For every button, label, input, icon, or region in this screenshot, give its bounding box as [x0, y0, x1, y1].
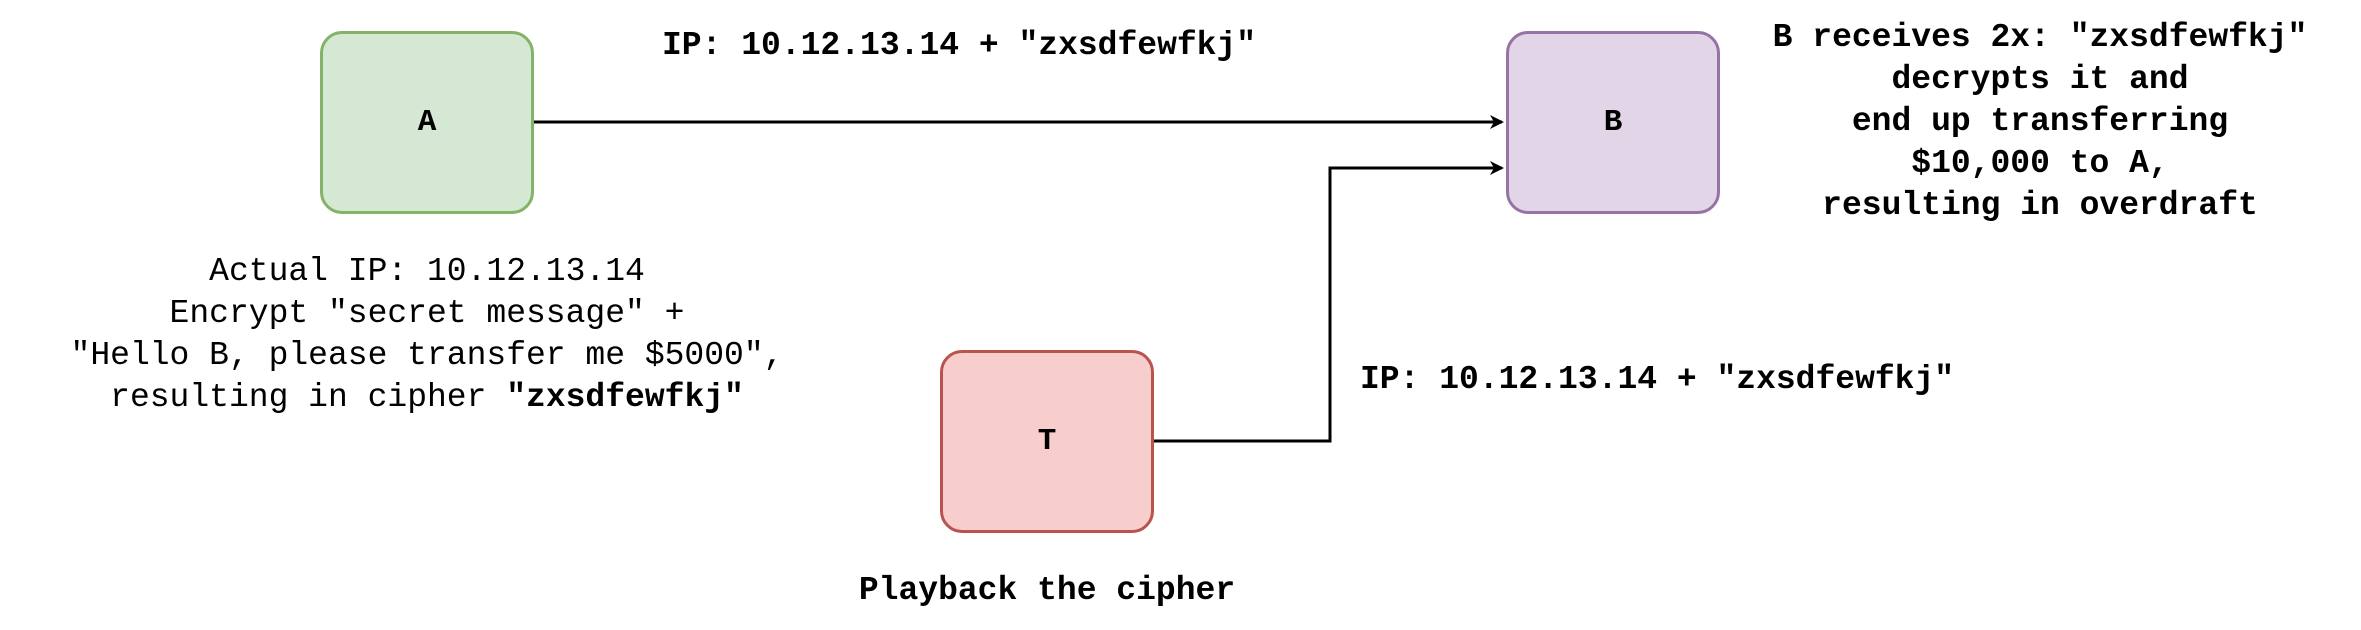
- cipher-text: "zxsdfewfkj": [506, 379, 744, 416]
- node-b-description-line5: resulting in overdraft: [1822, 187, 2258, 224]
- node-a[interactable]: A: [320, 31, 534, 214]
- node-a-description-line1: Actual IP: 10.12.13.14: [209, 253, 645, 290]
- node-a-label: A: [417, 105, 437, 140]
- node-b-label: B: [1603, 105, 1623, 140]
- node-a-description-line2: Encrypt "secret message" +: [169, 295, 685, 332]
- node-t[interactable]: T: [940, 350, 1154, 533]
- edge-t-to-b-label: IP: 10.12.13.14 + "zxsdfewfkj": [1360, 361, 1955, 398]
- node-t-label: T: [1037, 424, 1057, 459]
- node-a-description-line4: resulting in cipher "zxsdfewfkj": [20, 377, 834, 419]
- node-b-description: B receives 2x: "zxsdfewfkj" decrypts it …: [1730, 17, 2350, 227]
- node-t-description: Playback the cipher: [858, 572, 1236, 609]
- node-a-description-line3: "Hello B, please transfer me $5000",: [70, 337, 784, 374]
- node-b[interactable]: B: [1506, 31, 1720, 214]
- node-b-description-line2: decrypts it and: [1891, 61, 2189, 98]
- node-b-description-line1: B receives 2x: "zxsdfewfkj": [1772, 19, 2308, 56]
- edge-t-to-b: [1153, 161, 1504, 443]
- node-a-description: Actual IP: 10.12.13.14 Encrypt "secret m…: [20, 251, 834, 419]
- node-a-description-line4-prefix: resulting in cipher: [110, 379, 507, 416]
- node-b-description-line3: end up transferring: [1851, 103, 2229, 140]
- node-b-description-line4: $10,000 to A,: [1911, 145, 2169, 182]
- edge-a-to-b-label: IP: 10.12.13.14 + "zxsdfewfkj": [662, 27, 1257, 64]
